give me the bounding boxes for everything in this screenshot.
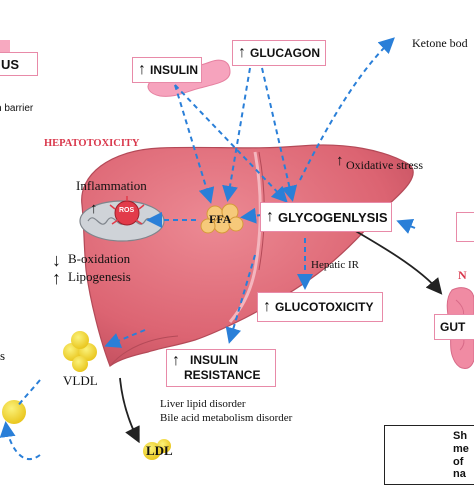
glycogenlysis-label: GLYCOGENLYSIS bbox=[278, 209, 388, 225]
vldl-particles bbox=[2, 331, 171, 460]
up-arrow-icon: ↑ bbox=[52, 268, 61, 288]
bile-acid-label: Bile acid metabolism disorder bbox=[160, 412, 293, 424]
insulin-box: ↑ INSULIN bbox=[132, 57, 202, 83]
right-partial-n: N bbox=[458, 268, 467, 282]
legend-line-4: na bbox=[453, 468, 466, 480]
top-left-box-label: US bbox=[1, 56, 20, 72]
up-arrow-icon: ↑ bbox=[172, 352, 180, 369]
liver-lipid-label: Liver lipid disorder bbox=[160, 398, 246, 410]
legend-line-2: me bbox=[453, 443, 469, 455]
up-arrow-icon: ↑ bbox=[238, 44, 246, 61]
insulin-resistance-line2: RESISTANCE bbox=[184, 368, 261, 382]
insulin-resistance-box: ↑ INSULIN RESISTANCE bbox=[166, 349, 276, 387]
glucagon-label: GLUCAGON bbox=[250, 46, 320, 60]
oxidative-stress-label: Oxidative stress bbox=[346, 158, 423, 172]
diagram-canvas: US n barrier ↑ INSULIN ↑ GLUCAGON Ketone… bbox=[0, 36, 474, 485]
legend-line-3: of bbox=[453, 456, 464, 468]
glucotoxicity-box: ↑ GLUCOTOXICITY bbox=[257, 292, 383, 322]
insulin-label: INSULIN bbox=[150, 63, 198, 77]
up-arrow-icon: ↑ bbox=[138, 61, 146, 78]
up-arrow-icon: ↑ bbox=[336, 152, 344, 169]
barrier-label: n barrier bbox=[0, 103, 34, 114]
right-partial-box bbox=[456, 212, 474, 242]
ldl-label: LDL bbox=[146, 443, 173, 458]
signal-arrows bbox=[0, 37, 416, 460]
up-arrow-icon: ↑ bbox=[266, 208, 274, 225]
ffa-cluster-illustration bbox=[200, 203, 244, 234]
down-arrow-icon: ↓ bbox=[52, 250, 61, 270]
vldl-label: VLDL bbox=[63, 373, 98, 388]
left-partial-label: s bbox=[0, 348, 6, 363]
up-arrow-icon: ↑ bbox=[90, 200, 98, 217]
ffa-label: FFA bbox=[209, 212, 232, 226]
glucagon-box: ↑ GLUCAGON bbox=[232, 40, 326, 66]
b-oxidation-label: B-oxidation bbox=[68, 251, 131, 266]
hepatic-ir-label: Hepatic IR bbox=[311, 259, 359, 271]
hepatotoxicity-label: HEPATOTOXICITY bbox=[44, 138, 140, 149]
up-arrow-icon: ↑ bbox=[263, 298, 271, 315]
glucotoxicity-label: GLUCOTOXICITY bbox=[275, 300, 374, 314]
gut-box: GUT bbox=[434, 314, 474, 340]
glycogenlysis-box: ↑ GLYCOGENLYSIS bbox=[260, 202, 392, 232]
insulin-resistance-line1: INSULIN bbox=[190, 353, 238, 367]
ros-label: ROS bbox=[119, 207, 135, 214]
gut-label: GUT bbox=[440, 320, 466, 334]
legend-line-1: Sh bbox=[453, 430, 468, 442]
ketone-label: Ketone bod bbox=[412, 36, 468, 50]
insulin-resistance-text: INSULIN RESISTANCE bbox=[184, 353, 260, 383]
top-left-box: US bbox=[0, 52, 38, 76]
inflammation-label: Inflammation bbox=[76, 178, 147, 193]
lipogenesis-label: Lipogenesis bbox=[68, 269, 131, 284]
